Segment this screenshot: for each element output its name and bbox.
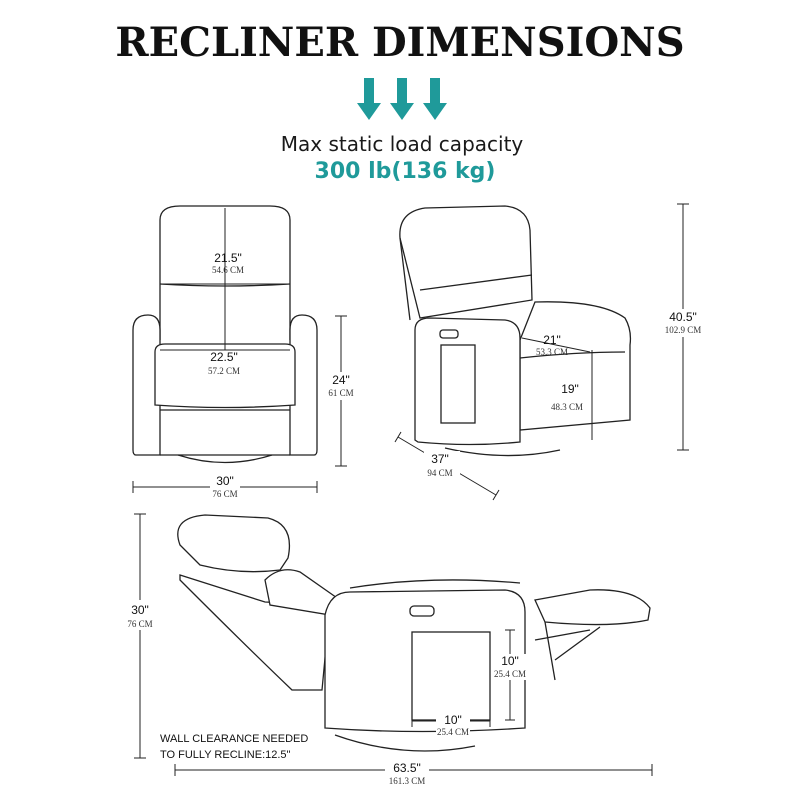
svg-text:22.5": 22.5" (210, 350, 238, 364)
dim-backrest-width: 21.5" 54.6 CM (160, 208, 290, 350)
page-title: RECLINER DIMENSIONS (115, 19, 684, 66)
svg-text:48.3 CM: 48.3 CM (551, 402, 583, 412)
svg-text:76 CM: 76 CM (127, 619, 152, 629)
down-arrow-icon (390, 78, 414, 120)
load-caption: Max static load capacity (281, 132, 524, 156)
svg-text:40.5": 40.5" (669, 310, 697, 324)
svg-text:30": 30" (131, 603, 149, 617)
svg-text:53.3 CM: 53.3 CM (536, 347, 568, 357)
dim-seat-width: 22.5" 57.2 CM (160, 349, 290, 376)
svg-text:19": 19" (561, 382, 579, 396)
svg-text:61 CM: 61 CM (328, 388, 353, 398)
reclined-view-chair (177, 514, 651, 752)
svg-text:25.4 CM: 25.4 CM (437, 727, 469, 737)
svg-text:54.6 CM: 54.6 CM (212, 265, 244, 275)
wall-clearance-note: WALL CLEARANCE NEEDED TO FULLY RECLINE:1… (160, 733, 308, 761)
load-value: 300 lb(136 kg) (315, 159, 496, 184)
svg-text:30": 30" (216, 474, 234, 488)
svg-text:76 CM: 76 CM (212, 489, 237, 499)
dim-seat-depth-diagonal: 21" 53.3 CM (521, 333, 591, 357)
dim-reclined-length: 63.5" 161.3 CM (174, 760, 653, 792)
dim-overall-width: 30" 76 CM (132, 474, 318, 499)
svg-text:21": 21" (543, 333, 561, 347)
svg-text:21.5": 21.5" (214, 251, 242, 265)
dim-pocket-width: 10" 25.4 CM (411, 713, 491, 737)
load-arrows (357, 78, 447, 120)
svg-text:24": 24" (332, 373, 350, 387)
svg-text:161.3 CM: 161.3 CM (389, 776, 426, 786)
power-button-icon (439, 329, 459, 339)
dim-pocket-height: 10" 25.4 CM (494, 629, 527, 721)
svg-text:94 CM: 94 CM (427, 468, 452, 478)
svg-text:63.5": 63.5" (393, 761, 421, 775)
svg-text:25.4 CM: 25.4 CM (494, 669, 526, 679)
load-lb: 300 lb (315, 159, 392, 184)
svg-text:37": 37" (431, 452, 449, 466)
svg-text:102.9 CM: 102.9 CM (665, 325, 702, 335)
svg-text:TO FULLY RECLINE:12.5": TO FULLY RECLINE:12.5" (160, 749, 291, 761)
svg-text:57.2 CM: 57.2 CM (208, 366, 240, 376)
dim-overall-height: 40.5" 102.9 CM (657, 203, 709, 451)
front-view-chair (132, 205, 318, 464)
power-button-icon (409, 605, 435, 617)
down-arrow-icon (423, 78, 447, 120)
dim-arm-height: 24" 61 CM (326, 315, 356, 467)
dim-reclined-height: 30" 76 CM (124, 513, 156, 759)
dim-overall-depth: 37" 94 CM (394, 431, 500, 501)
load-kg: 136 kg (401, 159, 485, 184)
dim-seat-height: 19" 48.3 CM (551, 350, 593, 440)
svg-text:10": 10" (501, 654, 519, 668)
down-arrow-icon (357, 78, 381, 120)
svg-text:10": 10" (444, 713, 462, 727)
side-view-chair (399, 205, 632, 457)
svg-text:WALL CLEARANCE NEEDED: WALL CLEARANCE NEEDED (160, 733, 308, 745)
